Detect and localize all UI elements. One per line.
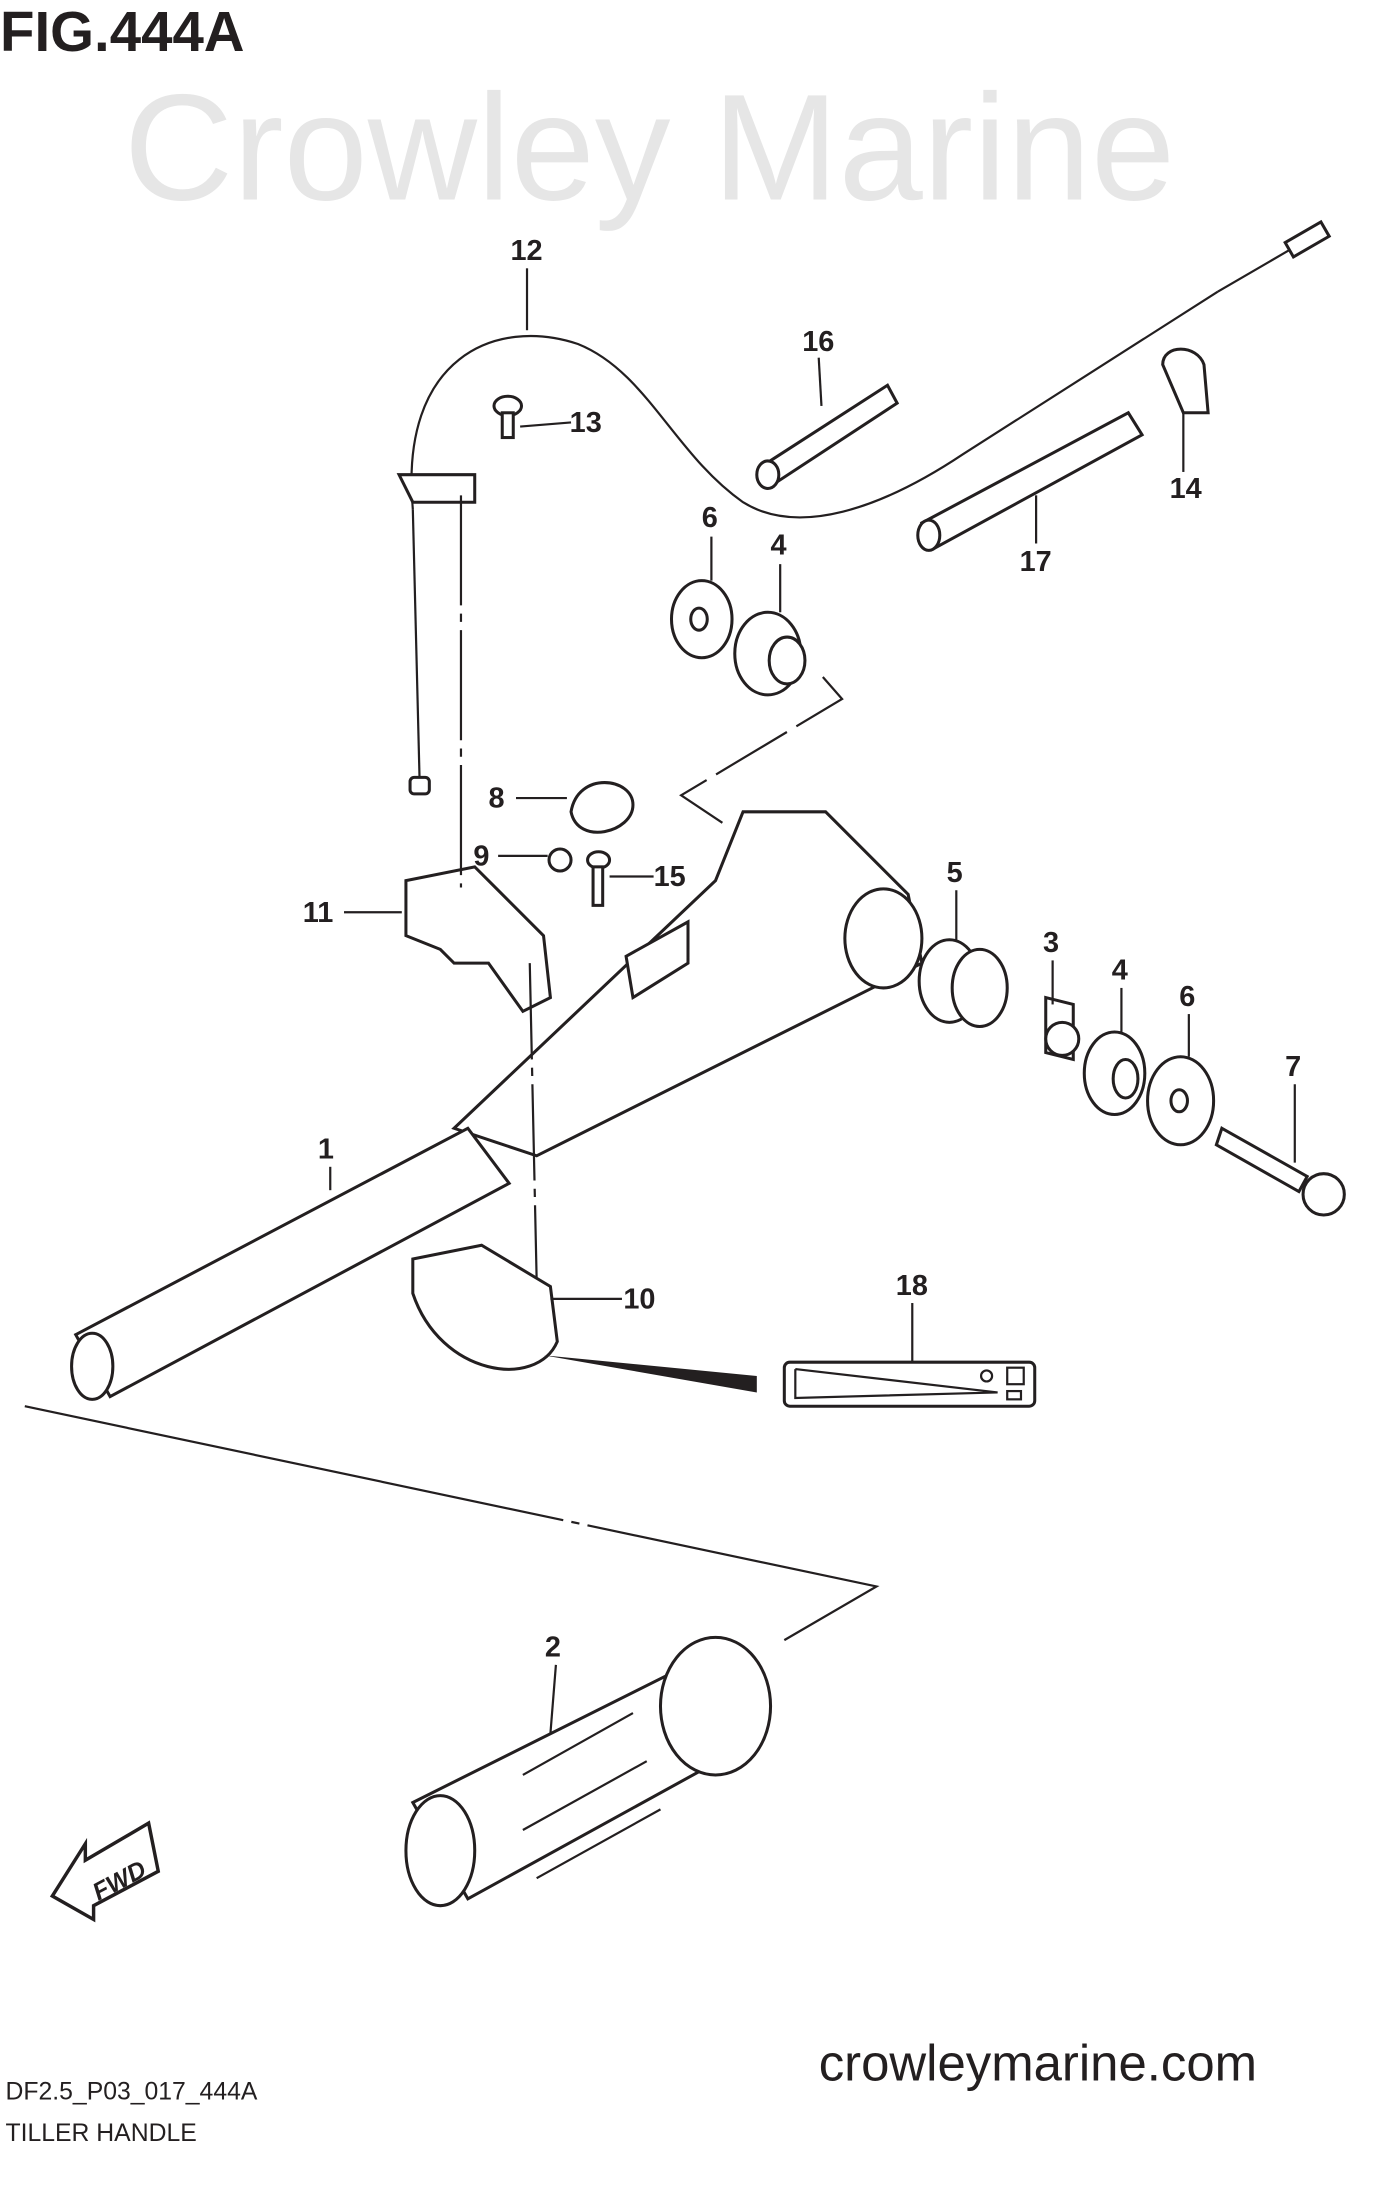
washer-6 — [1146, 1055, 1216, 1147]
screw-15 — [586, 850, 612, 907]
bushing-4 — [1082, 1030, 1147, 1117]
throttle-cable — [396, 219, 1332, 796]
callout-5: 5 — [947, 857, 963, 889]
callout-10: 10 — [623, 1284, 655, 1316]
callout-11: 11 — [303, 897, 334, 929]
watermark: Crowley Marine — [124, 64, 1175, 233]
grommet-5 — [917, 938, 1009, 1028]
diagram-name: TILLER HANDLE — [6, 2120, 197, 2147]
callout-17: 17 — [1020, 546, 1052, 578]
bracket-10 — [411, 1243, 559, 1371]
callout-8: 8 — [488, 783, 504, 815]
callout-9: 9 — [473, 840, 489, 872]
figure-title: FIG.444A — [0, 0, 245, 63]
label-plate-18 — [782, 1360, 1037, 1408]
screw-13 — [492, 394, 524, 440]
grip-2 — [404, 1635, 773, 1908]
nut-9 — [547, 847, 573, 873]
tube-17 — [916, 410, 1145, 552]
leader-lines — [329, 268, 1296, 1734]
collar-3 — [1044, 995, 1081, 1062]
callout-18: 18 — [896, 1270, 928, 1302]
fwd-arrow-icon: FWD — [49, 1820, 161, 1923]
callout-13: 13 — [570, 407, 602, 439]
tiller-body — [451, 810, 924, 1158]
spiral-sleeve — [755, 383, 900, 490]
leader-wedge — [543, 1355, 757, 1393]
bracket-11 — [404, 865, 553, 1014]
handle-tube — [70, 1126, 512, 1401]
callout-4-top: 4 — [771, 530, 787, 562]
site-url: crowleymarine.com — [819, 2034, 1257, 2091]
callout-2: 2 — [545, 1632, 561, 1664]
callout-6: 6 — [1179, 981, 1195, 1013]
callout-14: 14 — [1170, 473, 1202, 505]
knob-8 — [569, 781, 635, 834]
callout-7: 7 — [1285, 1051, 1301, 1083]
callout-3: 3 — [1043, 927, 1059, 959]
callout-15: 15 — [654, 861, 686, 893]
bolt-7 — [1214, 1126, 1346, 1217]
callout-1: 1 — [318, 1134, 334, 1166]
diagram-code: DF2.5_P03_017_444A — [6, 2079, 258, 2106]
callout-16: 16 — [802, 326, 834, 358]
clamp-14 — [1161, 347, 1210, 415]
callout-6-top: 6 — [702, 502, 718, 534]
callout-12: 12 — [511, 235, 543, 267]
callout-4: 4 — [1112, 955, 1128, 987]
